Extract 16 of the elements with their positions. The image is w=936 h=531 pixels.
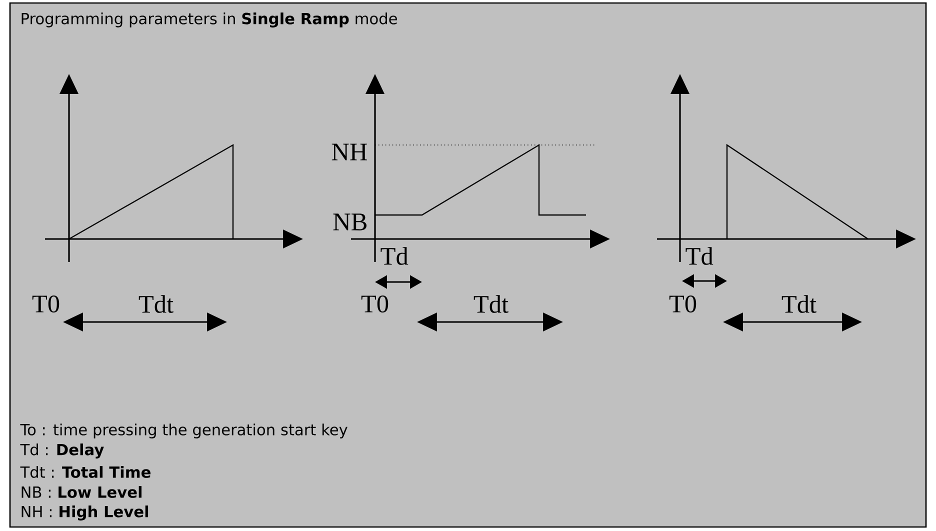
- level-label: NB: [333, 214, 366, 230]
- note-text: Td : Delay: [20, 444, 104, 458]
- level-label: NH: [332, 144, 367, 160]
- note-text: NB : Low Level: [22, 486, 142, 498]
- time-label: Tdt: [782, 295, 816, 313]
- time-label: T0: [32, 295, 60, 313]
- time-label: Td: [686, 247, 714, 265]
- time-label: Td: [380, 247, 408, 265]
- note-text: NH : High Level: [22, 506, 148, 520]
- time-label: Tdt: [138, 295, 174, 313]
- time-label: Tdt: [474, 295, 508, 313]
- time-label: T0: [361, 295, 388, 313]
- time-label: T0: [669, 295, 696, 313]
- note-text: Tdt : Total Time: [20, 466, 150, 478]
- note-text: To : time pressing the generation start key: [20, 424, 348, 438]
- title: Programming parameters in Single Ramp mode: [22, 12, 397, 28]
